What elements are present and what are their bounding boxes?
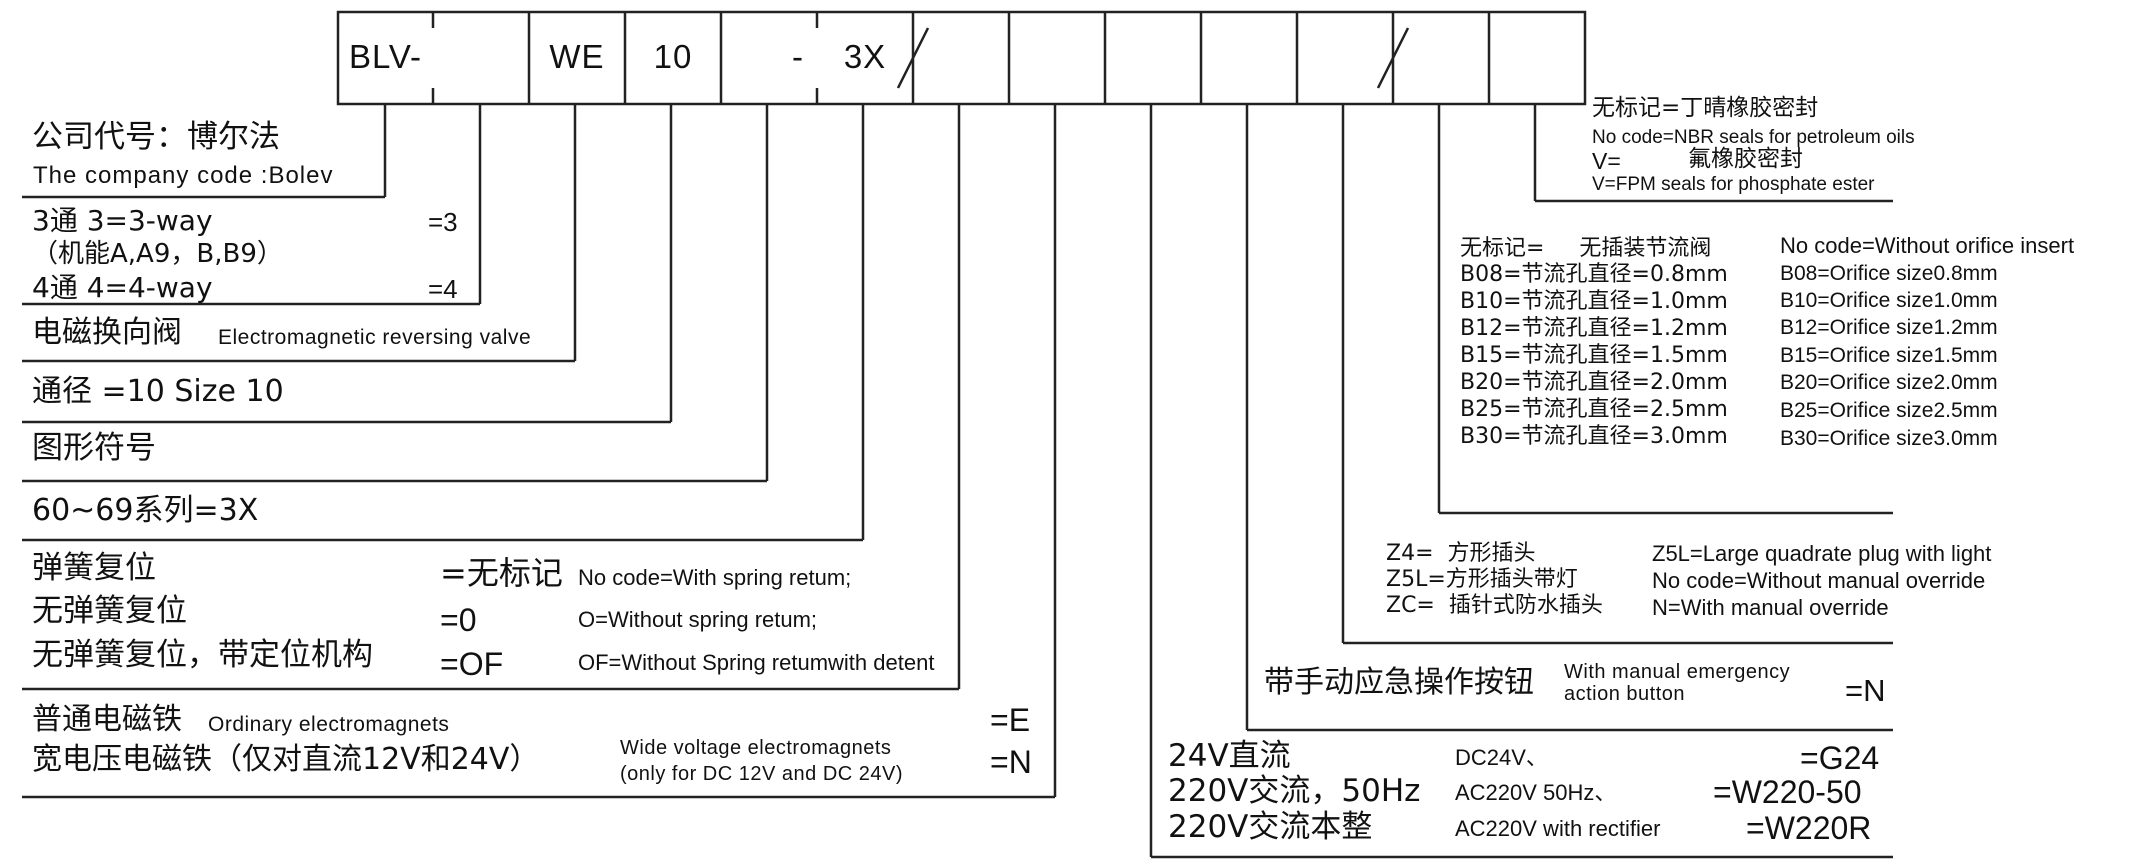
orifice-cn-7: B30=节流孔直径=3.0mm [1460,424,1728,449]
spring-row-1-en: No code=With spring retum; [578,565,852,590]
spring-row-1-code: =无标记 [440,554,563,592]
orifice-en-4: B15=Orifice size1.5mm [1780,344,1998,367]
way-code-3: =3 [428,207,458,237]
plug-en-0: Z5L=Large quadrate plug with light [1652,541,1992,566]
magnet-row-1-en: Ordinary electromagnets [208,713,450,736]
code-box-6: 3X [843,38,887,75]
manual-label-en-1: With manual emergency [1564,661,1791,683]
manual-code: =N [1845,673,1886,708]
voltage-row-3-code: =W220R [1746,810,1872,846]
orifice-cn-6: B25=节流孔直径=2.5mm [1460,397,1728,422]
seals-line-1: 无标记=丁晴橡胶密封 [1592,95,1819,121]
code-box-3: WE [549,38,605,75]
code-box-5: - [792,38,804,75]
spring-row-2-en: O=Without spring retum; [578,607,818,632]
magnet-row-2-code: =N [990,744,1032,780]
voltage-row-3-cn: 220V交流本整 [1168,809,1373,845]
manual-label-en-2: action button [1564,683,1686,705]
orifice-cn-4: B15=节流孔直径=1.5mm [1460,343,1728,368]
orifice-en-7: B30=Orifice size3.0mm [1780,427,1998,450]
code-box-1: BLV- [348,38,423,75]
orifice-cn-3: B12=节流孔直径=1.2mm [1460,316,1728,341]
spring-row-3-cn: 无弹簧复位，带定位机构 [32,637,373,673]
magnet-row-1-code: =E [990,702,1031,738]
code-box-4: 10 [653,38,693,75]
spring-row-3-en: OF=Without Spring retumwith detent [578,650,935,675]
magnet-row-2-cn: 宽电压电磁铁（仅对直流12V和24V） [32,742,540,777]
orifice-en-3: B12=Orifice size1.2mm [1780,316,1998,339]
orifice-en-1: B08=Orifice size0.8mm [1780,262,1998,285]
company-label-cn: 公司代号：博尔法 [32,119,280,155]
voltage-row-2-en: AC220V 50Hz、 [1455,780,1617,805]
spring-row-1-cn: 弹簧复位 [32,550,156,586]
orifice-cn-2: B10=节流孔直径=1.0mm [1460,289,1728,314]
seals-line-2: No code=NBR seals for petroleum oils [1592,127,1915,148]
plug-cn-1: Z5L=方形插头带灯 [1386,567,1578,592]
company-label-en: The company code :Bolev [33,162,334,189]
symbol-label: 图形符号 [32,430,156,466]
code-box-outline [336,10,1587,106]
plug-en-1: No code=Without manual override [1652,568,1986,593]
orifice-en-6: B25=Orifice size2.5mm [1780,399,1998,422]
orifice-cn-5: B20=节流孔直径=2.0mm [1460,370,1728,395]
spring-row-3-code: =OF [440,646,504,682]
voltage-row-3-en: AC220V with rectifier [1455,816,1661,841]
magnet-row-1-cn: 普通电磁铁 [32,702,182,737]
orifice-en-0: No code=Without orifice insert [1780,233,2075,258]
spring-row-2-cn: 无弹簧复位 [32,593,187,629]
manual-label-cn: 带手动应急操作按钮 [1264,665,1534,700]
size-label: 通径 =10 Size 10 [32,374,284,409]
magnet-row-2-en-1: Wide voltage electromagnets [620,737,892,759]
way-line-2: （机能A,A9，B,B9） [32,239,283,269]
voltage-row-1-cn: 24V直流 [1168,738,1291,774]
valve-label-cn: 电磁换向阀 [32,315,182,350]
orifice-en-2: B10=Orifice size1.0mm [1780,289,1998,312]
way-line-3: 4通 4=4-way [32,271,213,304]
seals-line-4: V=FPM seals for phosphate ester [1592,174,1875,195]
way-code-4: =4 [428,274,458,304]
seals-line-3-code: V= [1592,148,1621,174]
series-label: 60~69系列=3X [32,493,259,528]
seals-line-3-cn: 氟橡胶密封 [1688,146,1803,172]
voltage-row-2-code: =W220-50 [1713,774,1862,810]
plug-cn-2: ZC= 插针式防水插头 [1386,593,1603,618]
spring-row-2-code: =0 [440,602,477,638]
valve-label-en: Electromagnetic reversing valve [218,326,532,349]
voltage-row-1-code: =G24 [1800,740,1880,776]
voltage-row-1-en: DC24V、 [1455,745,1548,770]
way-line-1: 3通 3=3-way [32,204,213,237]
plug-en-2: N=With manual override [1652,595,1889,620]
orifice-cn-1: B08=节流孔直径=0.8mm [1460,262,1728,287]
voltage-row-2-cn: 220V交流，50Hz [1168,773,1421,809]
plug-cn-0: Z4= 方形插头 [1386,541,1536,566]
orifice-cn-0: 无标记= 无插装节流阀 [1460,236,1712,261]
orifice-en-5: B20=Orifice size2.0mm [1780,371,1998,394]
magnet-row-2-en-2: (only for DC 12V and DC 24V) [620,763,904,785]
